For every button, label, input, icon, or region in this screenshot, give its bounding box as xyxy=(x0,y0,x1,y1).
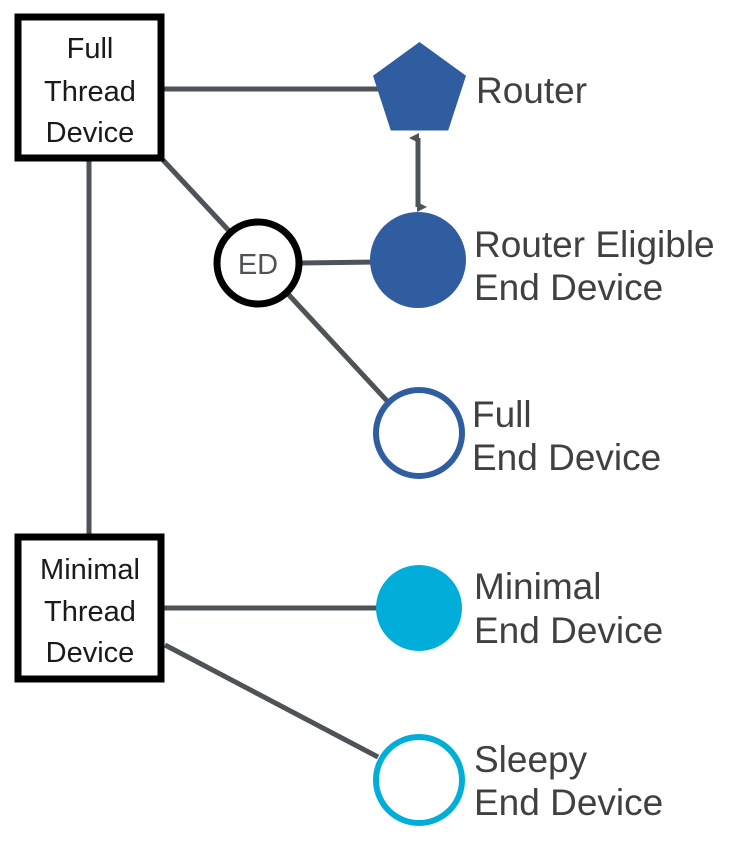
connector-ftd-to-ed xyxy=(161,158,233,235)
minimal-end-device-circle-icon xyxy=(376,565,462,651)
node-full-thread-device[interactable]: Full Thread Device xyxy=(14,13,165,162)
full-end-device-label-line-1: Full xyxy=(472,394,532,435)
router-label-line-1: Router xyxy=(476,70,587,111)
connector-mtd-to-sed xyxy=(163,642,380,760)
minimal-thread-device-box xyxy=(14,533,165,683)
legend-shape-minimal-end-device[interactable] xyxy=(376,565,462,651)
end-device-circle xyxy=(213,218,303,308)
sleepy-end-device-label-line-2: End Device xyxy=(474,782,663,823)
router-pentagon-icon xyxy=(373,42,466,131)
sleepy-end-device-label-line-1: Sleepy xyxy=(474,739,588,780)
end-device-label: ED xyxy=(238,249,278,281)
connector-ed-to-reed xyxy=(299,259,379,266)
full-thread-device-label-line-3: Device xyxy=(46,117,135,149)
legend-shape-router-eligible-end-device[interactable] xyxy=(370,212,466,308)
legend-label-full-end-device: Full End Device xyxy=(472,394,661,478)
connector-ed-to-fed xyxy=(286,292,391,405)
minimal-end-device-label-line-2: End Device xyxy=(474,610,663,651)
full-end-device-circle-icon xyxy=(373,387,465,479)
router-eligible-end-device-label-line-1: Router Eligible xyxy=(474,224,715,265)
node-minimal-thread-device[interactable]: Minimal Thread Device xyxy=(14,533,165,683)
router-eligible-end-device-circle-icon xyxy=(370,212,466,308)
full-thread-device-label-line-1: Full xyxy=(67,33,114,65)
node-end-device[interactable]: ED xyxy=(213,218,303,308)
legend-label-minimal-end-device: Minimal End Device xyxy=(474,566,663,651)
legend-shape-sleepy-end-device[interactable] xyxy=(373,734,465,826)
full-thread-device-box xyxy=(14,13,165,162)
router-eligible-end-device-label-line-2: End Device xyxy=(474,267,663,308)
legend-label-router-eligible-end-device: Router Eligible End Device xyxy=(474,224,715,308)
sleepy-end-device-circle-icon xyxy=(373,734,465,826)
legend-shape-router[interactable] xyxy=(373,42,466,131)
connector-layer xyxy=(86,86,427,760)
legend-label-sleepy-end-device: Sleepy End Device xyxy=(474,739,663,823)
legend-label-router: Router xyxy=(476,70,587,111)
full-end-device-label-line-2: End Device xyxy=(472,437,661,478)
minimal-thread-device-label-line-3: Device xyxy=(46,637,135,669)
minimal-end-device-label-line-1: Minimal xyxy=(474,566,601,607)
legend-shape-full-end-device[interactable] xyxy=(373,387,465,479)
minimal-thread-device-label-line-2: Thread xyxy=(44,596,136,628)
minimal-thread-device-label-line-1: Minimal xyxy=(40,554,140,586)
full-thread-device-label-line-2: Thread xyxy=(44,76,136,108)
